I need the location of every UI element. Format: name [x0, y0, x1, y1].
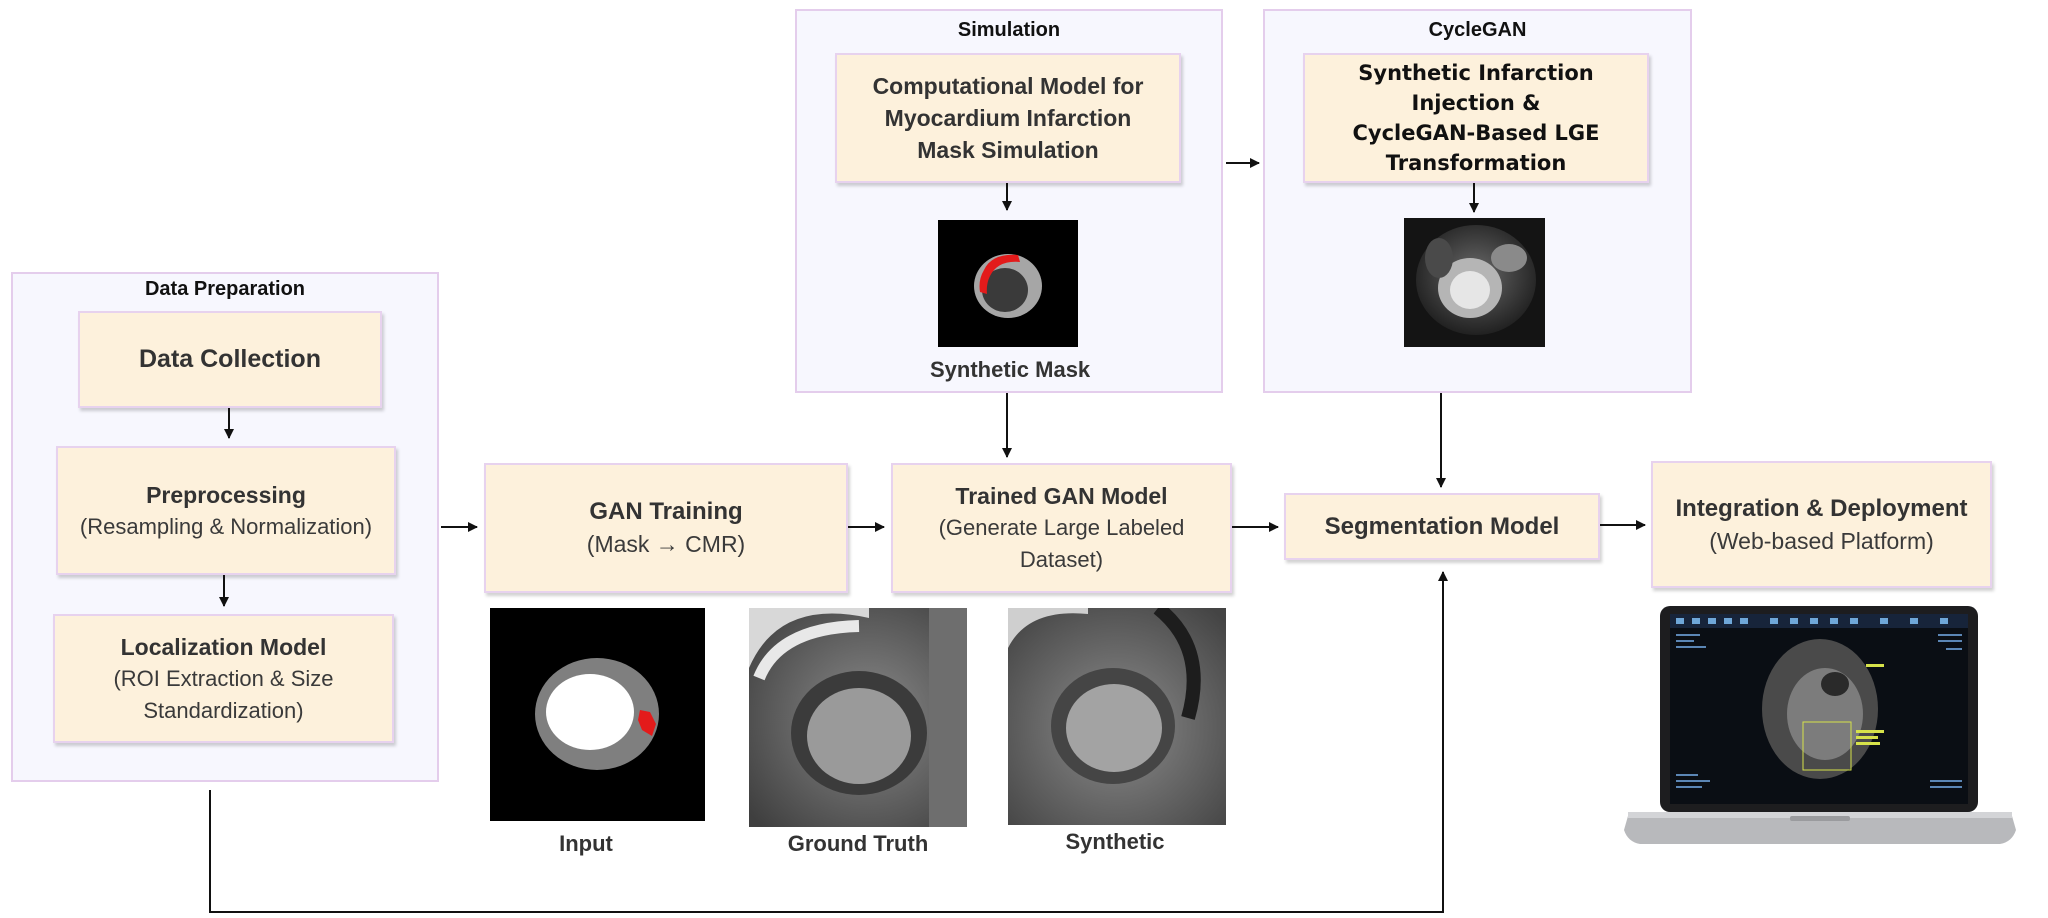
localization-model-box: Localization Model (ROI Extraction & Siz…	[53, 614, 394, 743]
trained-gan-title: Trained GAN Model	[955, 483, 1168, 509]
laptop-image	[1620, 604, 2020, 848]
simulation-title: Simulation	[957, 19, 1061, 41]
gan-training-subtitle: (Mask → CMR)	[586, 531, 746, 557]
gan-training-title: GAN Training	[589, 498, 743, 525]
synthetic-cmr-image	[1008, 608, 1226, 825]
lge-image	[1404, 218, 1545, 347]
ground-truth-image	[749, 608, 967, 827]
localization-subtitle: (ROI Extraction & Size Standardization)	[113, 665, 334, 723]
ground-truth-caption: Ground Truth	[787, 831, 929, 856]
input-caption: Input	[559, 831, 613, 856]
gan-training-box: GAN Training (Mask → CMR)	[484, 463, 848, 593]
localization-title: Localization Model	[120, 633, 327, 660]
preprocessing-title: Preprocessing	[146, 481, 306, 508]
computational-model-label: Computational Model for Myocardium Infar…	[872, 73, 1144, 163]
segmentation-model-box: Segmentation Model	[1284, 493, 1600, 560]
synthetic-mask-image	[938, 220, 1078, 347]
integration-title: Integration & Deployment	[1675, 494, 1968, 522]
trained-gan-subtitle: (Generate Large Labeled Dataset)	[938, 515, 1185, 572]
synthetic-mask-caption: Synthetic Mask	[930, 357, 1091, 382]
synthetic-infarction-label: Synthetic Infarction Injection & CycleGA…	[1352, 61, 1600, 175]
trained-gan-box: Trained GAN Model (Generate Large Labele…	[891, 463, 1232, 593]
data-collection-box: Data Collection	[78, 311, 382, 408]
preprocessing-box: Preprocessing (Resampling & Normalizatio…	[56, 446, 396, 575]
integration-subtitle: (Web-based Platform)	[1709, 527, 1934, 554]
synthetic-infarction-box: Synthetic Infarction Injection & CycleGA…	[1303, 53, 1649, 183]
computational-model-box: Computational Model for Myocardium Infar…	[835, 53, 1181, 183]
input-mask-image	[490, 608, 705, 821]
data-preparation-title: Data Preparation	[144, 278, 306, 300]
cyclegan-title: CycleGAN	[1428, 19, 1527, 41]
segmentation-label: Segmentation Model	[1324, 512, 1560, 540]
integration-deployment-box: Integration & Deployment (Web-based Plat…	[1651, 461, 1992, 588]
preprocessing-subtitle: (Resampling & Normalization)	[79, 513, 373, 539]
data-collection-label: Data Collection	[139, 345, 321, 373]
synthetic-caption: Synthetic	[1065, 829, 1165, 854]
